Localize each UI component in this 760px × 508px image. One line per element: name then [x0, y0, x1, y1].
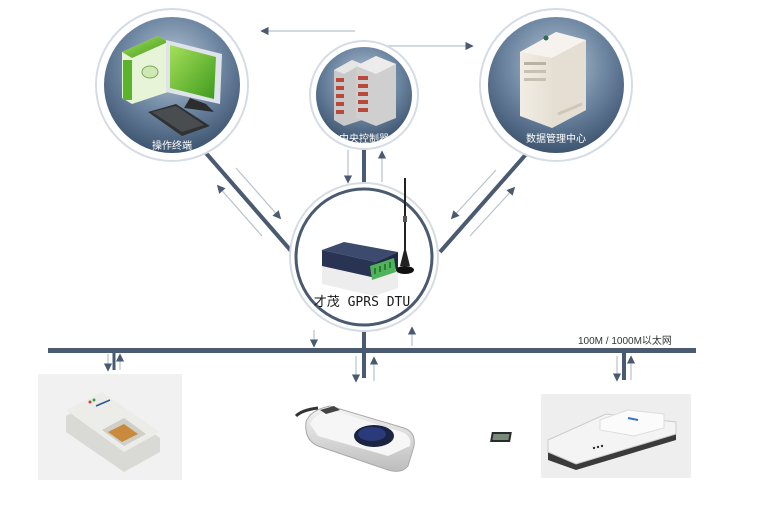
node-label-dtu: 才茂 GPRS DTU: [314, 295, 410, 310]
node-label-data-center: 数据管理中心: [526, 132, 586, 145]
usb-fingerprint-reader-icon: [294, 405, 415, 472]
link-terminal-dtu: [203, 150, 294, 254]
node-data-center[interactable]: 数据管理中心: [479, 8, 633, 162]
antenna-icon: [396, 178, 414, 274]
arrow-terminal-to-dtu: [235, 167, 282, 220]
node-label-central-controller: 中央控制器: [339, 132, 389, 145]
fingerprint-scanner-icon: [66, 392, 160, 472]
fingerprint-terminal-icon: [490, 409, 677, 470]
link-datacenter-dtu: [438, 150, 530, 254]
tower-server-icon: [520, 32, 586, 128]
arrow-dtu-to-terminal: [216, 184, 263, 237]
node-gprs-dtu[interactable]: 才茂 GPRS DTU: [289, 178, 439, 332]
gprs-dtu-modem-icon: [322, 242, 398, 296]
desktop-computer-icon: [122, 36, 222, 136]
device-fingerprint-reader-1[interactable]: [38, 374, 182, 480]
node-operator-terminal[interactable]: 操作终端: [95, 8, 249, 162]
ethernet-bus: [48, 348, 696, 353]
arrow-datacenter-to-dtu: [450, 169, 497, 220]
connection-lines: [48, 38, 696, 380]
server-rack-icon: [334, 56, 396, 126]
device-fingerprint-terminal[interactable]: [490, 394, 691, 478]
node-label-operator-terminal: 操作终端: [152, 139, 192, 152]
arrow-dtu-to-datacenter: [469, 186, 516, 237]
device-fingerprint-reader-2[interactable]: [294, 405, 415, 472]
direction-arrows: [103, 26, 636, 383]
ethernet-label: 100M / 1000M以太网: [578, 334, 672, 347]
node-central-controller[interactable]: 中央控制器: [309, 40, 419, 150]
